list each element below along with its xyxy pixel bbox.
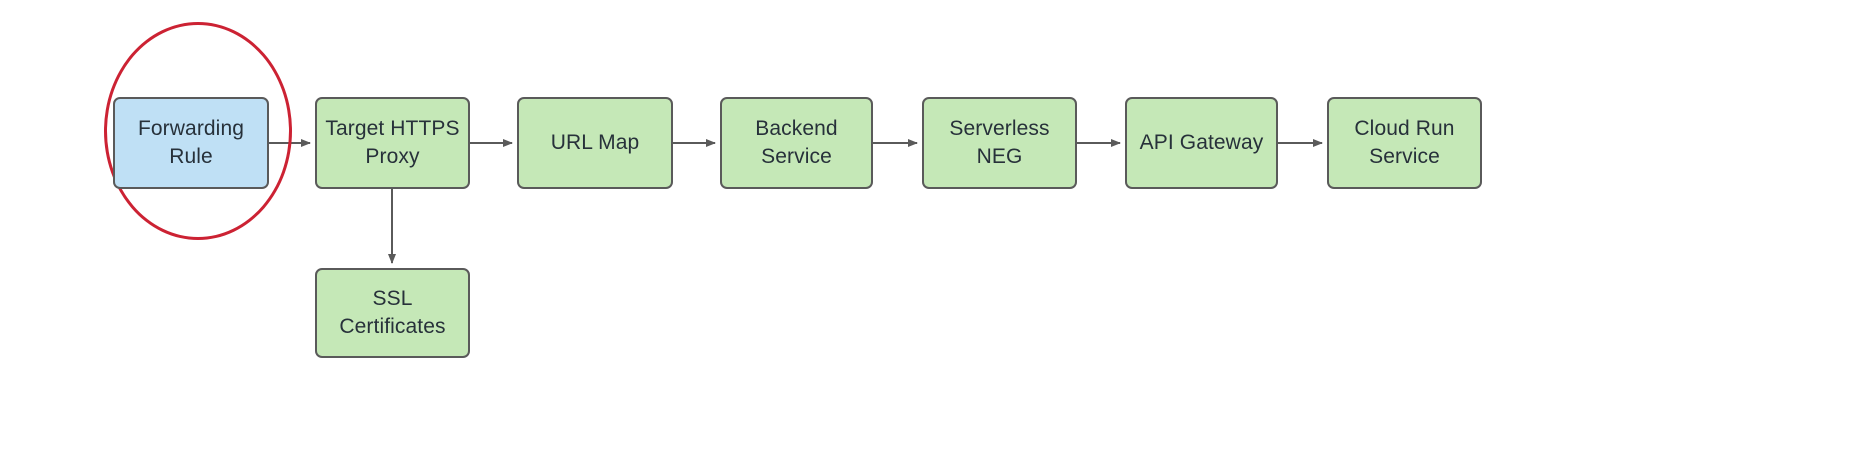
node-ssl-certificates[interactable]: SSL Certificates (315, 268, 470, 358)
node-url-map[interactable]: URL Map (517, 97, 673, 189)
node-backend-service[interactable]: Backend Service (720, 97, 873, 189)
node-target-https-proxy[interactable]: Target HTTPS Proxy (315, 97, 470, 189)
node-serverless-neg[interactable]: Serverless NEG (922, 97, 1077, 189)
node-api-gateway[interactable]: API Gateway (1125, 97, 1278, 189)
node-cloud-run-service[interactable]: Cloud Run Service (1327, 97, 1482, 189)
node-forwarding-rule[interactable]: Forwarding Rule (113, 97, 269, 189)
highlight-circle-forwarding-rule (104, 22, 292, 240)
